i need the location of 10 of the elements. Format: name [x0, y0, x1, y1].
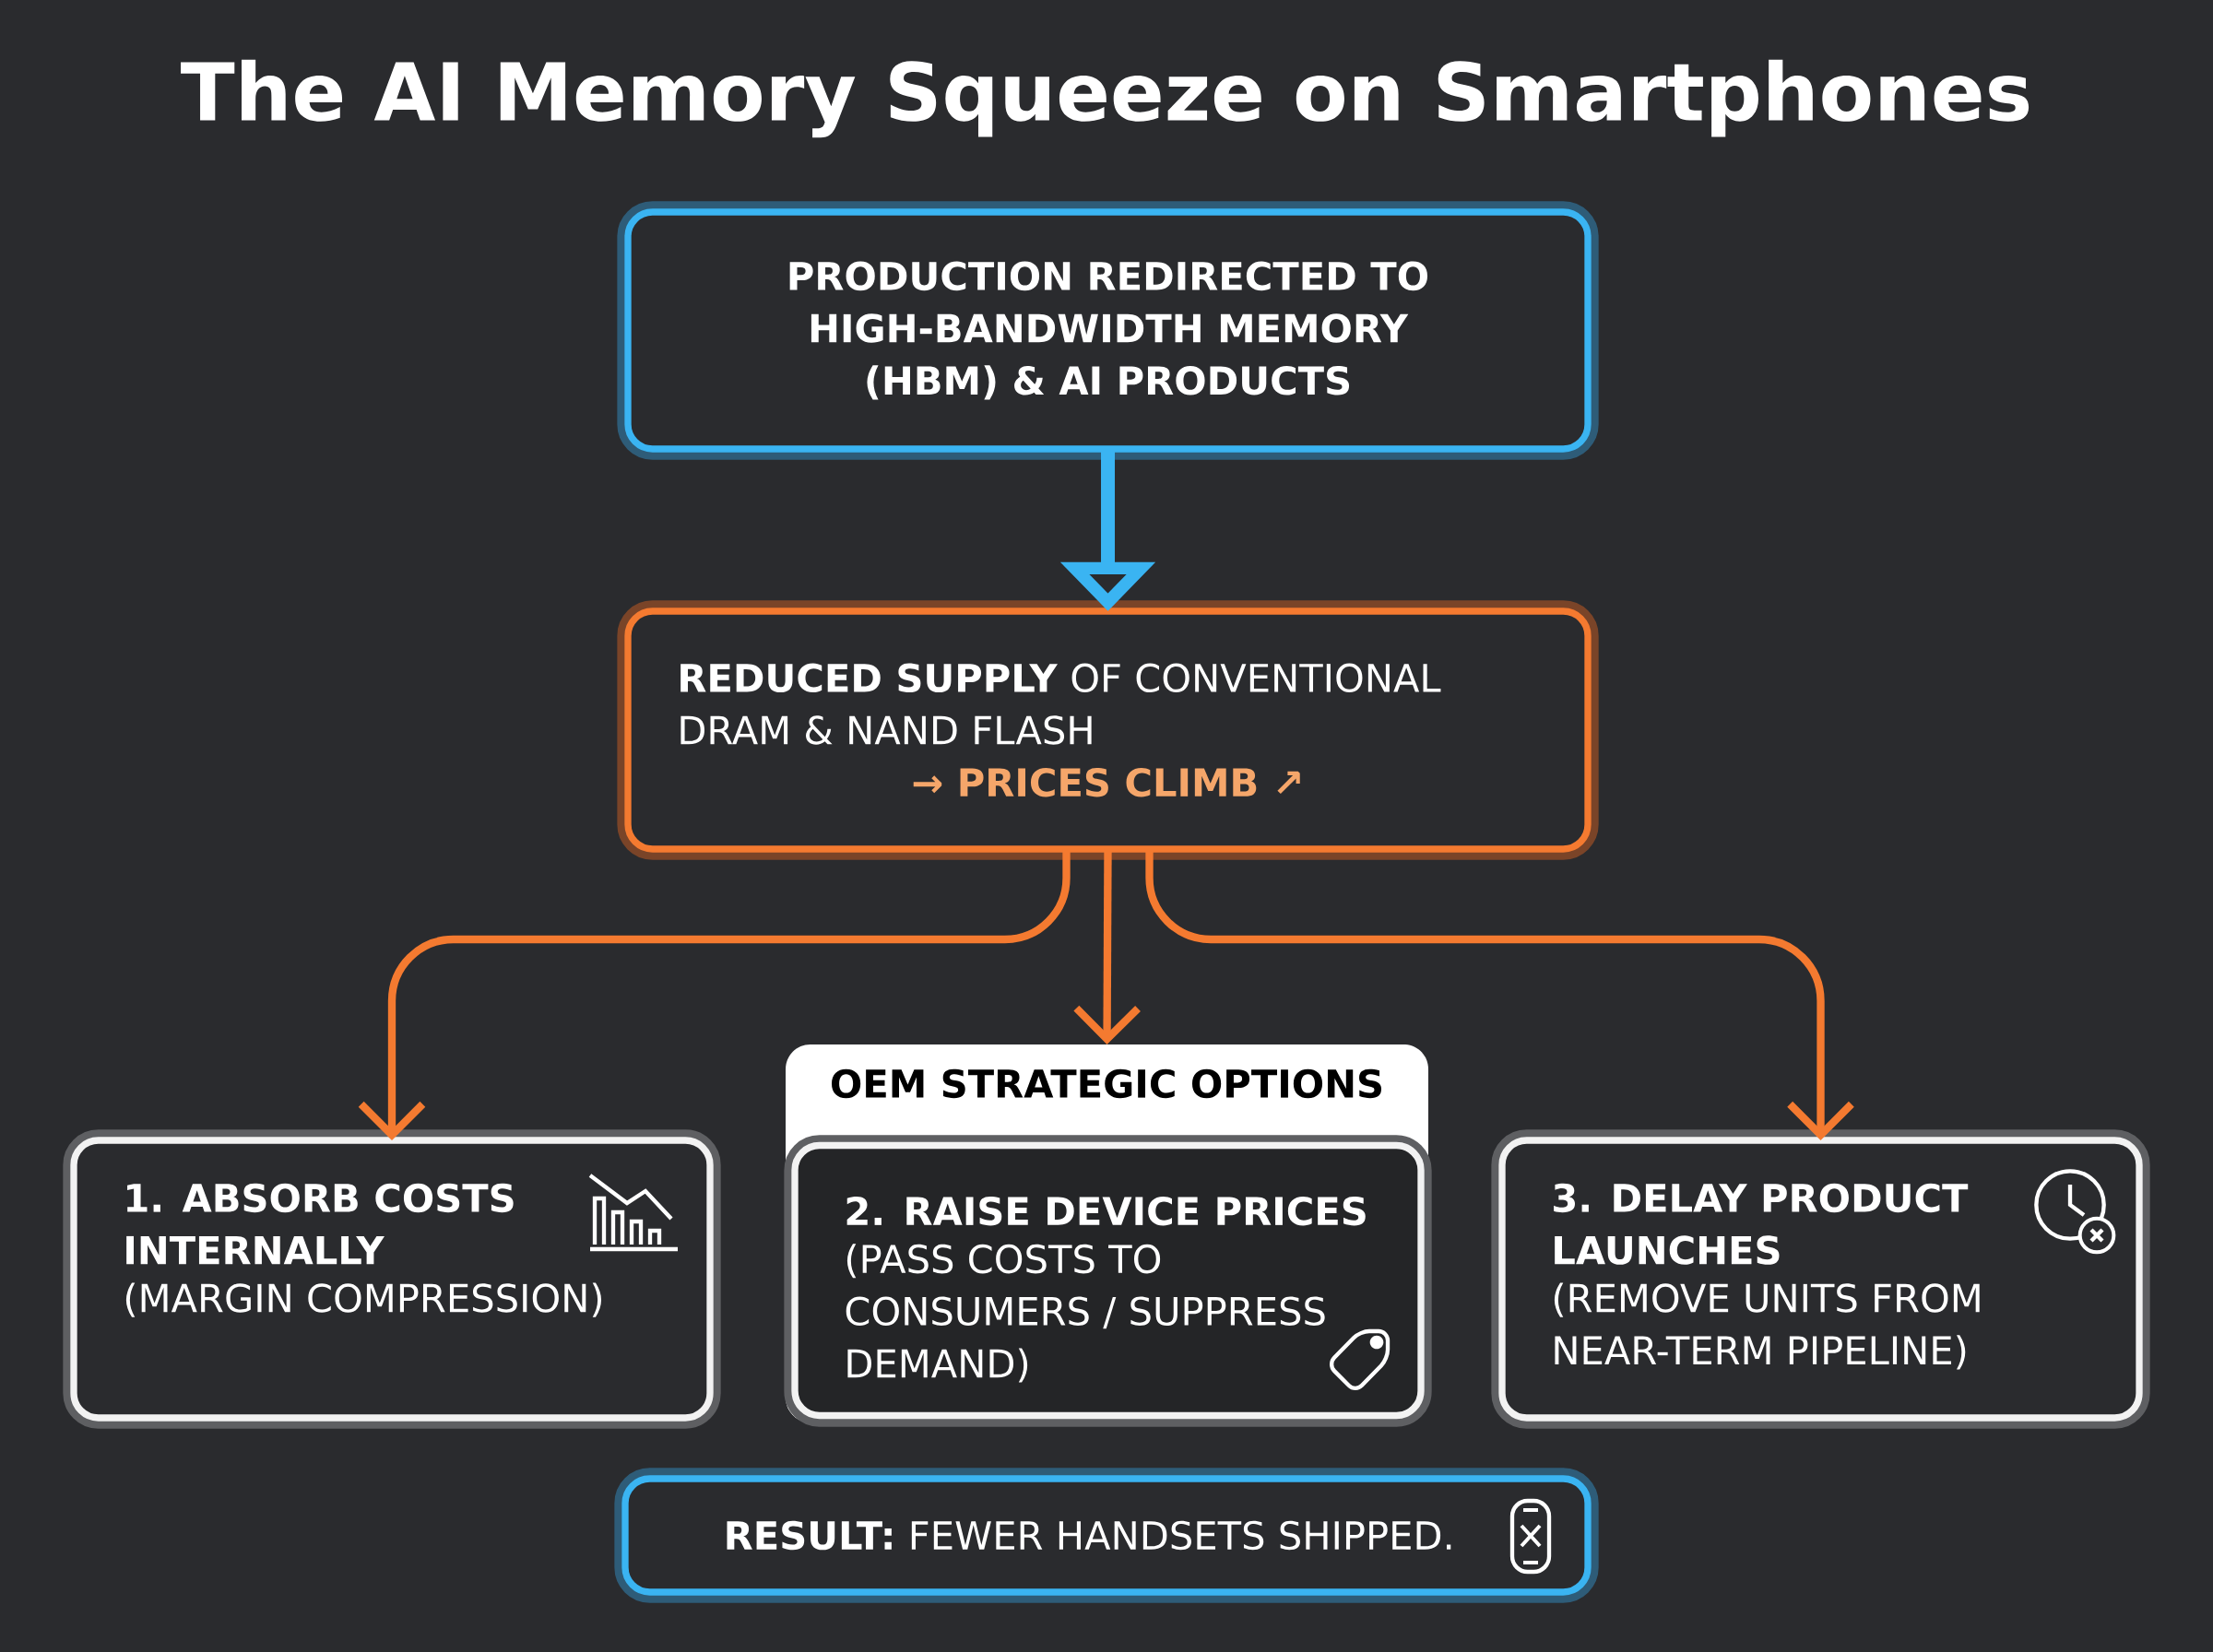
title: The AI Memory Squeeze on Smartphones: [181, 59, 2030, 138]
process-box: REDUCED SUPPLY OF CONVENTIONAL DRAM & NAND FLASH → PRICES CLIMB ↗: [617, 600, 1599, 860]
process-box: PRODUCTION REDIRECTED TO HIGH-BANDWIDTH MEMORY (HBM) & AI PRODUCTS: [617, 201, 1599, 460]
option-box: 2. RAISE DEVICE PRICES (PASS COSTS TO CONSUMERS / SUPPRESS DEMAND): [784, 1135, 1432, 1427]
arrow: [1073, 849, 1141, 1044]
result-box: RESULT: FEWER HANDSETS SHIPPED.: [614, 1468, 1599, 1603]
arrow: [1145, 849, 1854, 1141]
arrow: [358, 849, 1071, 1141]
option-box: 1. ABSORB COSTS INTERNALLY (MARGIN COMPRESSION): [63, 1129, 721, 1429]
option-box: 3. DELAY PRODUCT LAUNCHES (REMOVE UNITS FROM NEAR-TERM PIPELINE): [1491, 1129, 2150, 1429]
